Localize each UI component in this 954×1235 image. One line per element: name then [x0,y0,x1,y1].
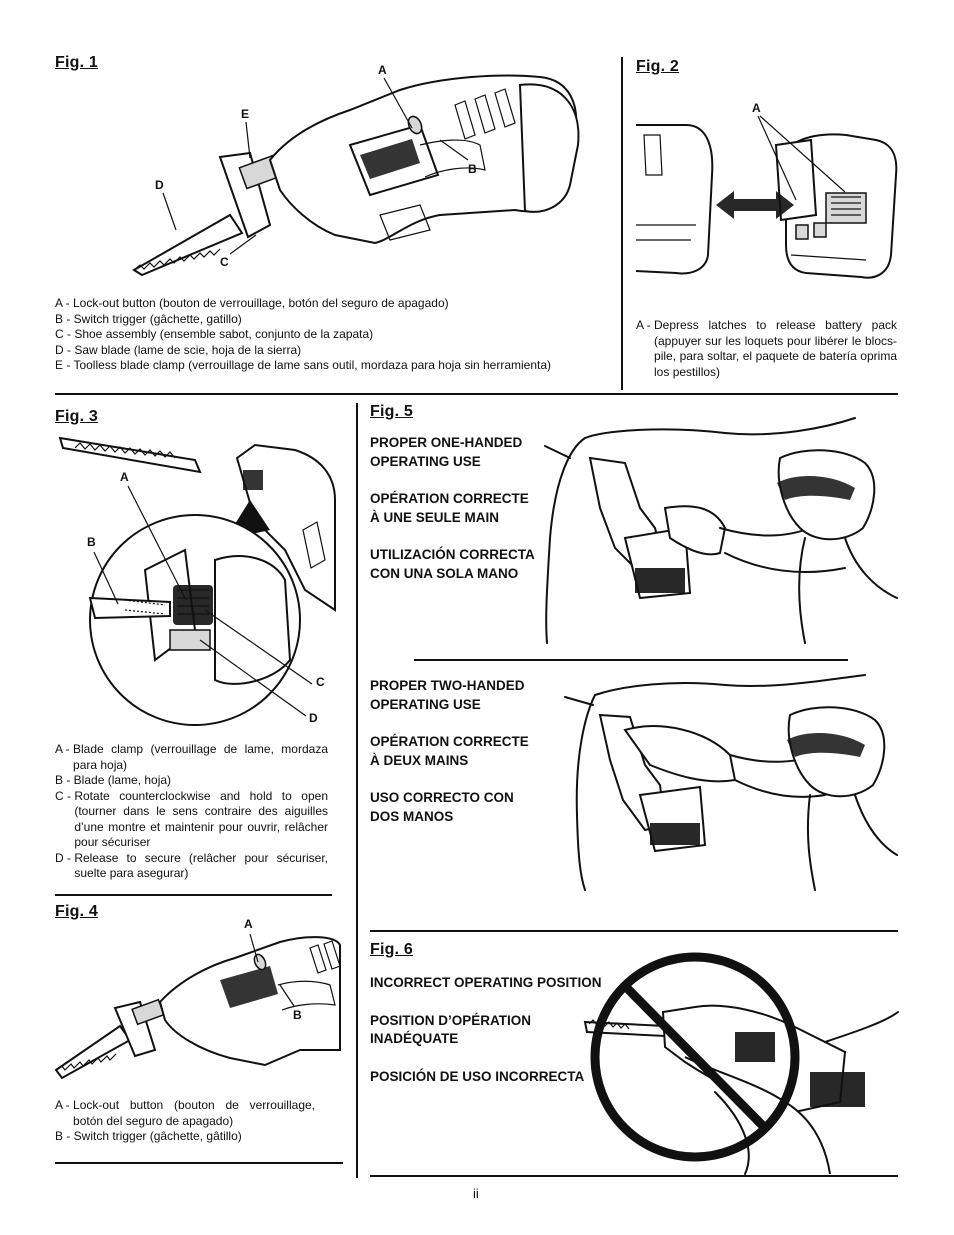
fig4-caption-text: Lock-out button (bouton de verrouillage,… [73,1098,315,1128]
fig5-one-handed-text: PROPER ONE-HANDED OPERATING USE OPÉRATIO… [370,434,535,602]
fig4-leader-lines [249,933,295,1007]
fig3-caption-key: C - [55,788,75,803]
fig5-two-handed-illustration [564,674,898,891]
fig1-caption-line: B - Switch trigger (gâchette, gatillo) [55,311,242,326]
fig4-caption-key: A - [55,1098,74,1112]
fig2-title: Fig. 2 [636,58,679,75]
fig5-one-handed-illustration [544,417,898,644]
fig6-text: INCORRECT OPERATING POSITION POSITION D’… [370,974,610,1105]
fig1-caption-line: E - Toolless blade clamp (verrouillage d… [55,358,552,372]
section-rule [55,1162,343,1164]
fig6-text-line: POSITION D’OPÉRATION INADÉQUATE [370,1012,532,1047]
fig2-leader-lines [757,115,846,201]
fig4-title: Fig. 4 [55,903,98,920]
fig1-leader-lines [162,77,469,255]
fig2-battery-illustration [635,124,898,279]
fig6-title: Fig. 6 [370,941,413,958]
page-number: ii [473,1186,479,1201]
column-divider [621,57,623,390]
section-rule [370,1175,898,1177]
fig1-label-b: B [468,162,477,176]
fig3-caption-key: A - [55,742,74,756]
fig6-text-line: POSICIÓN DE USO INCORRECTA [370,1068,585,1084]
fig5-two-handed-text: PROPER TWO-HANDED OPERATING USE OPÉRATIO… [370,677,540,845]
fig3-caption: A - Blade clamp (verrouillage de lame, m… [55,742,328,882]
fig6-incorrect-illustration [583,952,899,1175]
fig5-one-handed-line: UTILIZACIÓN CORRECTA CON UNA SOLA MANO [370,547,535,581]
fig4-caption: A - Lock-out button (bouton de verrouill… [55,1098,315,1145]
fig3-caption-key: B - [55,773,74,787]
fig5-one-handed-line: OPÉRATION CORRECTE À UNE SEULE MAIN [370,491,529,525]
fig2-label-a: A [752,101,761,115]
section-rule [55,894,332,896]
fig5-one-handed-line: PROPER ONE-HANDED OPERATING USE [370,435,523,469]
fig4-saw-illustration [54,936,341,1080]
fig5-two-handed-line: PROPER TWO-HANDED OPERATING USE [370,678,525,712]
section-rule-top [55,393,898,395]
fig3-label-c: C [316,675,325,689]
fig1-caption-line: D - Saw blade (lame de scie, hoja de la … [55,342,302,357]
fig3-label-d: D [309,711,318,725]
fig3-title: Fig. 3 [55,408,98,425]
fig4-caption-key: B - [55,1129,74,1143]
fig3-caption-text: Release to secure (relâcher pour sécuris… [74,850,328,881]
fig4-label-a: A [244,917,253,931]
fig1-saw-illustration [132,74,580,277]
fig3-caption-text: Blade (lame, hoja) [73,773,172,787]
fig3-caption-text: Blade clamp (verrouillage de lame, morda… [73,742,328,772]
fig2-caption-text: Depress latches to release battery pack … [654,318,897,379]
column-divider [356,403,358,1178]
fig1-caption-line: A - Lock-out button (bouton de verrouill… [55,296,449,310]
fig3-caption-text: Rotate counterclockwise and hold to open… [74,788,328,850]
section-rule [414,659,848,661]
fig2-caption: A - Depress latches to release battery p… [636,318,897,380]
fig1-caption-line: C - Shoe assembly (ensemble sabot, conju… [55,327,374,341]
fig1-label-e: E [241,107,250,121]
fig3-label-a: A [120,470,129,484]
fig3-caption-key: D - [55,850,75,865]
fig1-label-a: A [378,63,387,77]
fig3-label-b: B [87,535,96,549]
fig1-label-d: D [155,178,164,192]
fig1-label-c: C [220,255,229,269]
fig6-text-line: INCORRECT OPERATING POSITION [370,975,602,990]
fig5-two-handed-line: USO CORRECTO CON DOS MANOS [370,790,514,824]
fig1-caption: A - Lock-out button (bouton de verrouill… [55,296,595,374]
fig5-two-handed-line: OPÉRATION CORRECTE À DEUX MAINS [370,734,529,768]
fig5-title: Fig. 5 [370,403,413,420]
fig4-caption-text: Switch trigger (gâchette, gâtillo) [73,1129,242,1143]
section-rule [370,930,898,932]
fig4-label-b: B [293,1008,302,1022]
fig3-leader-lines [93,485,313,717]
fig1-title: Fig. 1 [55,54,98,71]
fig3-blade-clamp-illustration [58,436,336,726]
fig2-caption-key: A - [636,318,655,332]
